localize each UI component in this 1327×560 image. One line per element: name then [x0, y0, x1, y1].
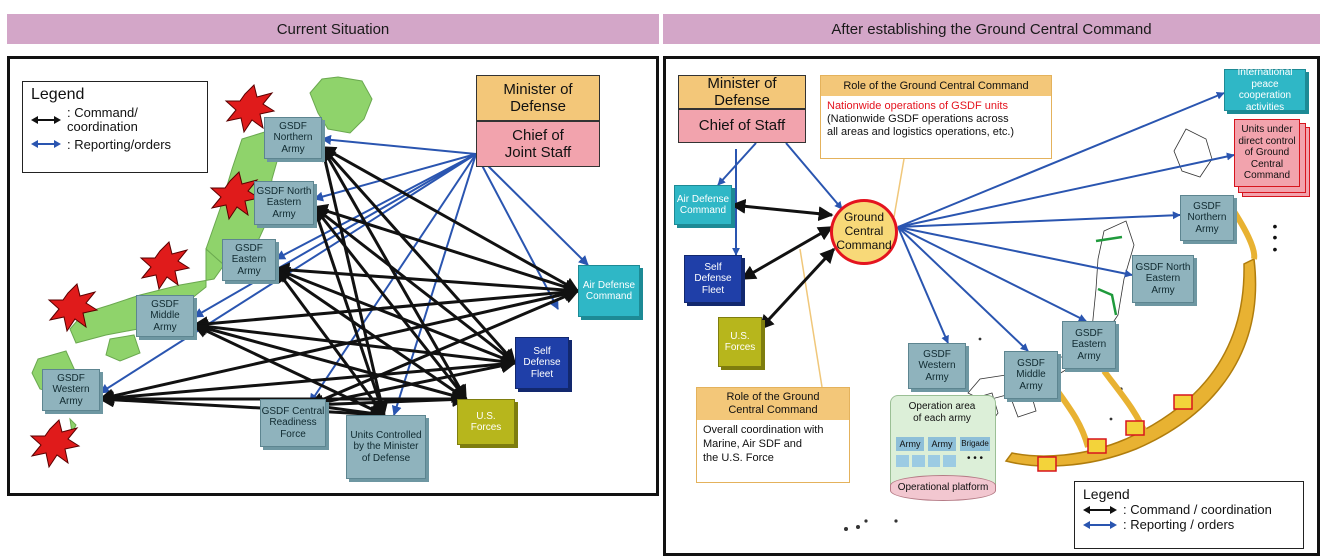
legend-reporting: : Reporting / orders: [1123, 517, 1235, 532]
ellipsis-dots: • • •: [1272, 218, 1278, 257]
command-arrow-icon: [31, 116, 61, 125]
air-defense-command-box: Air Defense Command: [578, 265, 640, 317]
legend-command: : Command/ coordination: [67, 105, 138, 135]
burst-1: [224, 84, 276, 134]
legend-command: : Command / coordination: [1123, 502, 1272, 517]
legend-title: Legend: [31, 86, 85, 103]
role-bottom-callout: Role of the Ground Central Command Overa…: [696, 387, 850, 483]
chief-of-joint-staff-box: Chief of Joint Staff: [476, 121, 600, 167]
gsdf-northern-army-box: GSDF Northern Army: [1180, 195, 1234, 241]
op-brigade: Brigade: [960, 437, 990, 451]
operation-area-title: Operation area of each army: [908, 401, 976, 424]
role-bottom-body: Overall coordination with Marine, Air SD…: [703, 424, 824, 464]
left-legend: Legend : Command/ coordination : Reporti…: [22, 81, 208, 173]
left-panel: Legend : Command/ coordination : Reporti…: [7, 56, 659, 496]
role-top-highlight: Nationwide operations of GSDF units: [827, 100, 1008, 112]
international-peace-box: International peace cooperation activiti…: [1224, 67, 1306, 113]
role-top-callout: Role of the Ground Central Command Natio…: [820, 75, 1052, 159]
legend-reporting: : Reporting/orders: [67, 136, 172, 152]
op-dots: • • •: [966, 453, 984, 464]
gsdf-middle-army-box: GSDF Middle Army: [1004, 351, 1058, 399]
us-forces-box: U.S. Forces: [718, 317, 762, 367]
units-controlled-by-minister-box: Units Controlled by the Minister of Defe…: [346, 415, 426, 479]
reporting-arrow-icon: [1083, 520, 1117, 529]
direct-control-box: Units under direct control of Ground Cen…: [1234, 119, 1300, 187]
burst-3: [139, 241, 191, 291]
gsdf-central-readiness-force-box: GSDF Central Readiness Force: [260, 399, 326, 447]
gsdf-north-eastern-army-box: GSDF North Eastern Army: [254, 181, 314, 225]
chief-of-staff-box: Chief of Staff: [678, 109, 806, 143]
gsdf-eastern-army-box: GSDF Eastern Army: [222, 239, 276, 281]
right-header: After establishing the Ground Central Co…: [663, 14, 1320, 44]
op-army-2: Army: [928, 437, 956, 451]
command-arrow-icon: [1083, 505, 1117, 514]
gsdf-eastern-army-box: GSDF Eastern Army: [1062, 321, 1116, 369]
left-header: Current Situation: [7, 14, 659, 44]
minister-of-defense-box: Minister of Defense: [476, 75, 600, 121]
us-forces-box: U.S. Forces: [457, 399, 515, 445]
legend-title: Legend: [1083, 486, 1130, 502]
gsdf-north-eastern-army-box: GSDF North Eastern Army: [1132, 255, 1194, 303]
operational-platform: Operational platform: [890, 475, 996, 501]
self-defense-fleet-box: Self Defense Fleet: [684, 255, 742, 303]
burst-5: [29, 419, 81, 469]
gsdf-western-army-box: GSDF Western Army: [908, 343, 966, 389]
defense-arc: [1004, 257, 1257, 467]
right-panel: Minister of Defense Chief of Staff Role …: [663, 56, 1320, 556]
burst-4: [47, 283, 99, 333]
minister-of-defense-box: Minister of Defense: [678, 75, 806, 109]
role-top-title: Role of the Ground Central Command: [821, 76, 1051, 96]
gsdf-western-army-box: GSDF Western Army: [42, 369, 100, 411]
ground-central-command-circle: Ground Central Command: [830, 199, 898, 265]
direct-control-stack: Units under direct control of Ground Cen…: [1234, 119, 1310, 197]
operation-area: Operation area of each army Army Army Br…: [890, 395, 996, 501]
op-cells: [896, 455, 956, 467]
air-defense-command-box: Air Defense Command: [674, 185, 732, 225]
op-army-1: Army: [896, 437, 924, 451]
gsdf-middle-army-box: GSDF Middle Army: [136, 295, 194, 337]
right-legend: Legend : Command / coordination : Report…: [1074, 481, 1304, 549]
role-top-body: (Nationwide GSDF operations across all a…: [827, 113, 1015, 139]
role-bottom-title: Role of the Ground Central Command: [697, 388, 849, 421]
self-defense-fleet-box: Self Defense Fleet: [515, 337, 569, 389]
reporting-arrow-icon: [31, 140, 61, 149]
gsdf-northern-army-box: GSDF Northern Army: [264, 117, 322, 159]
